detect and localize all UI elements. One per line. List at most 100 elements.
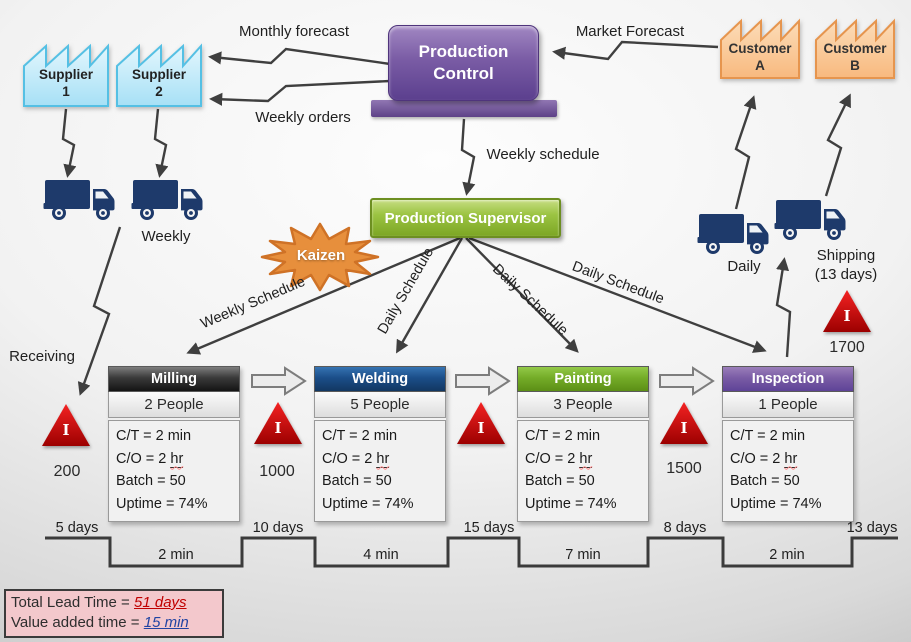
stat-cycle-time: C/T = 2 min xyxy=(322,428,398,444)
customer-letter: A xyxy=(755,57,765,73)
inventory-qty: 1500 xyxy=(666,460,702,477)
supplier1-truck-arrow xyxy=(61,108,77,178)
factory-icon xyxy=(116,43,202,107)
inventory-symbol: I xyxy=(843,307,851,325)
stat-uptime: Uptime = 74% xyxy=(116,495,208,512)
supplier-name: Supplier xyxy=(38,67,93,82)
process-people: 1 People xyxy=(722,392,854,418)
stat-changeover: C/O = 2 hr xyxy=(116,450,184,468)
stat-cycle-time: C/T = 2 min xyxy=(116,428,192,444)
weekly-schedule-label: Weekly schedule xyxy=(486,146,600,163)
timeline-days-4: 8 days xyxy=(663,520,707,536)
timeline-min-2: 4 min xyxy=(363,547,399,563)
customer-name: Customer xyxy=(823,41,887,56)
inventory-symbol: I xyxy=(62,421,70,439)
daily-schedule-inspection-arrow xyxy=(468,236,767,353)
process-box-milling: Milling 2 People C/T = 2 min C/O = 2 hr … xyxy=(108,366,240,522)
process-box-welding: Welding 5 People C/T = 2 min C/O = 2 hr … xyxy=(314,366,446,522)
shipping-days-label: (13 days) xyxy=(814,266,878,283)
supplier2-truck-arrow xyxy=(153,108,169,178)
stat-batch: Batch = 50 xyxy=(116,473,186,489)
inventory-qty: 1700 xyxy=(829,339,865,356)
customer-name: Customer xyxy=(728,41,792,56)
factory-icon xyxy=(815,18,895,79)
weekly-label: Weekly xyxy=(141,228,191,245)
shipping-truck-customerB-arrow xyxy=(824,93,851,197)
weekly-orders-label: Weekly orders xyxy=(255,109,351,126)
stat-changeover: C/O = 2 hr xyxy=(730,450,798,468)
inventory-triangle-after-milling: I xyxy=(252,400,304,446)
stat-cycle-time: C/T = 2 min xyxy=(525,428,601,444)
value-added-time-line: Value added time = 15 min xyxy=(11,614,189,631)
daily-truck-customerA-arrow xyxy=(734,95,757,210)
stat-batch: Batch = 50 xyxy=(322,473,392,489)
kaizen-burst xyxy=(260,222,380,292)
timeline-min-3: 7 min xyxy=(565,547,601,563)
weekly-schedule-milling-arrow xyxy=(186,236,461,355)
shipping-truck-icon xyxy=(774,200,846,240)
inventory-symbol: I xyxy=(680,419,688,437)
stat-uptime: Uptime = 74% xyxy=(525,495,617,512)
timeline-days-1: 5 days xyxy=(55,520,99,536)
supplier1-truck-icon xyxy=(43,180,115,220)
push-arrow-2 xyxy=(455,366,511,396)
inventory-qty: 200 xyxy=(53,463,81,480)
process-people: 2 People xyxy=(108,392,240,418)
receiving-label: Receiving xyxy=(9,348,75,365)
value-added-value: 15 min xyxy=(143,614,189,631)
process-box-inspection: Inspection 1 People C/T = 2 min C/O = 2 … xyxy=(722,366,854,522)
process-stats: C/T = 2 min C/O = 2 hr Batch = 50 Uptime… xyxy=(314,420,446,522)
lead-time-value: 51 days xyxy=(134,594,187,611)
timeline-min-1: 2 min xyxy=(158,547,194,563)
inventory-triangle-icon xyxy=(660,402,708,444)
process-title: Welding xyxy=(314,366,446,392)
stat-uptime: Uptime = 74% xyxy=(730,495,822,512)
daily-schedule-welding-arrow xyxy=(396,237,464,354)
inventory-triangle-icon xyxy=(42,404,90,446)
inventory-qty: 1000 xyxy=(259,463,295,480)
timeline-min-4: 2 min xyxy=(769,547,805,563)
monthly-forecast-arrow xyxy=(208,47,391,66)
monthly-forecast-label: Monthly forecast xyxy=(238,23,350,40)
timeline-ladder xyxy=(45,536,898,568)
trucks-receiving-arrow xyxy=(77,226,122,396)
process-title: Painting xyxy=(517,366,649,392)
stat-cycle-time: C/T = 2 min xyxy=(730,428,806,444)
inventory-triangle-icon xyxy=(254,402,302,444)
inventory-triangle-after-painting: I xyxy=(658,400,710,446)
production-control-box: Production Control xyxy=(388,25,539,101)
inventory-triangle-after-welding: I xyxy=(455,400,507,446)
process-stats: C/T = 2 min C/O = 2 hr Batch = 50 Uptime… xyxy=(722,420,854,522)
supplier-number: 2 xyxy=(155,83,163,99)
total-lead-time-line: Total Lead Time = 51 days xyxy=(11,594,187,611)
summary-box: Total Lead Time = 51 days Value added ti… xyxy=(4,589,224,638)
timeline-days-3: 15 days xyxy=(463,520,515,536)
timeline-days-2: 10 days xyxy=(252,520,304,536)
production-supervisor-box: Production Supervisor xyxy=(370,198,561,238)
process-people: 3 People xyxy=(517,392,649,418)
production-control-pedestal xyxy=(371,100,557,117)
inventory-symbol: I xyxy=(477,419,485,437)
customer-letter: B xyxy=(850,57,860,73)
daily-schedule-painting-arrow xyxy=(465,237,579,353)
daily-truck-icon xyxy=(697,214,769,254)
weekly-orders-arrow xyxy=(209,79,391,106)
inventory-triangle-icon xyxy=(457,402,505,444)
process-title: Milling xyxy=(108,366,240,392)
inventory-triangle-shipping: I xyxy=(821,288,873,334)
customer-a-box: Customer A xyxy=(719,14,801,80)
market-forecast-label: Market Forecast xyxy=(575,23,685,40)
inventory-triangle-receiving: I xyxy=(40,402,92,448)
stat-batch: Batch = 50 xyxy=(525,473,595,489)
supplier-number: 1 xyxy=(62,83,70,99)
supplier-name: Supplier xyxy=(131,67,186,82)
push-arrow-1 xyxy=(251,366,307,396)
process-stats: C/T = 2 min C/O = 2 hr Batch = 50 Uptime… xyxy=(517,420,649,522)
supplier2-truck-icon xyxy=(131,180,203,220)
supplier-2-box: Supplier 2 xyxy=(115,38,203,108)
kaizen-label: Kaizen xyxy=(296,247,346,264)
factory-icon xyxy=(23,43,109,107)
inventory-triangle-icon xyxy=(823,290,871,332)
